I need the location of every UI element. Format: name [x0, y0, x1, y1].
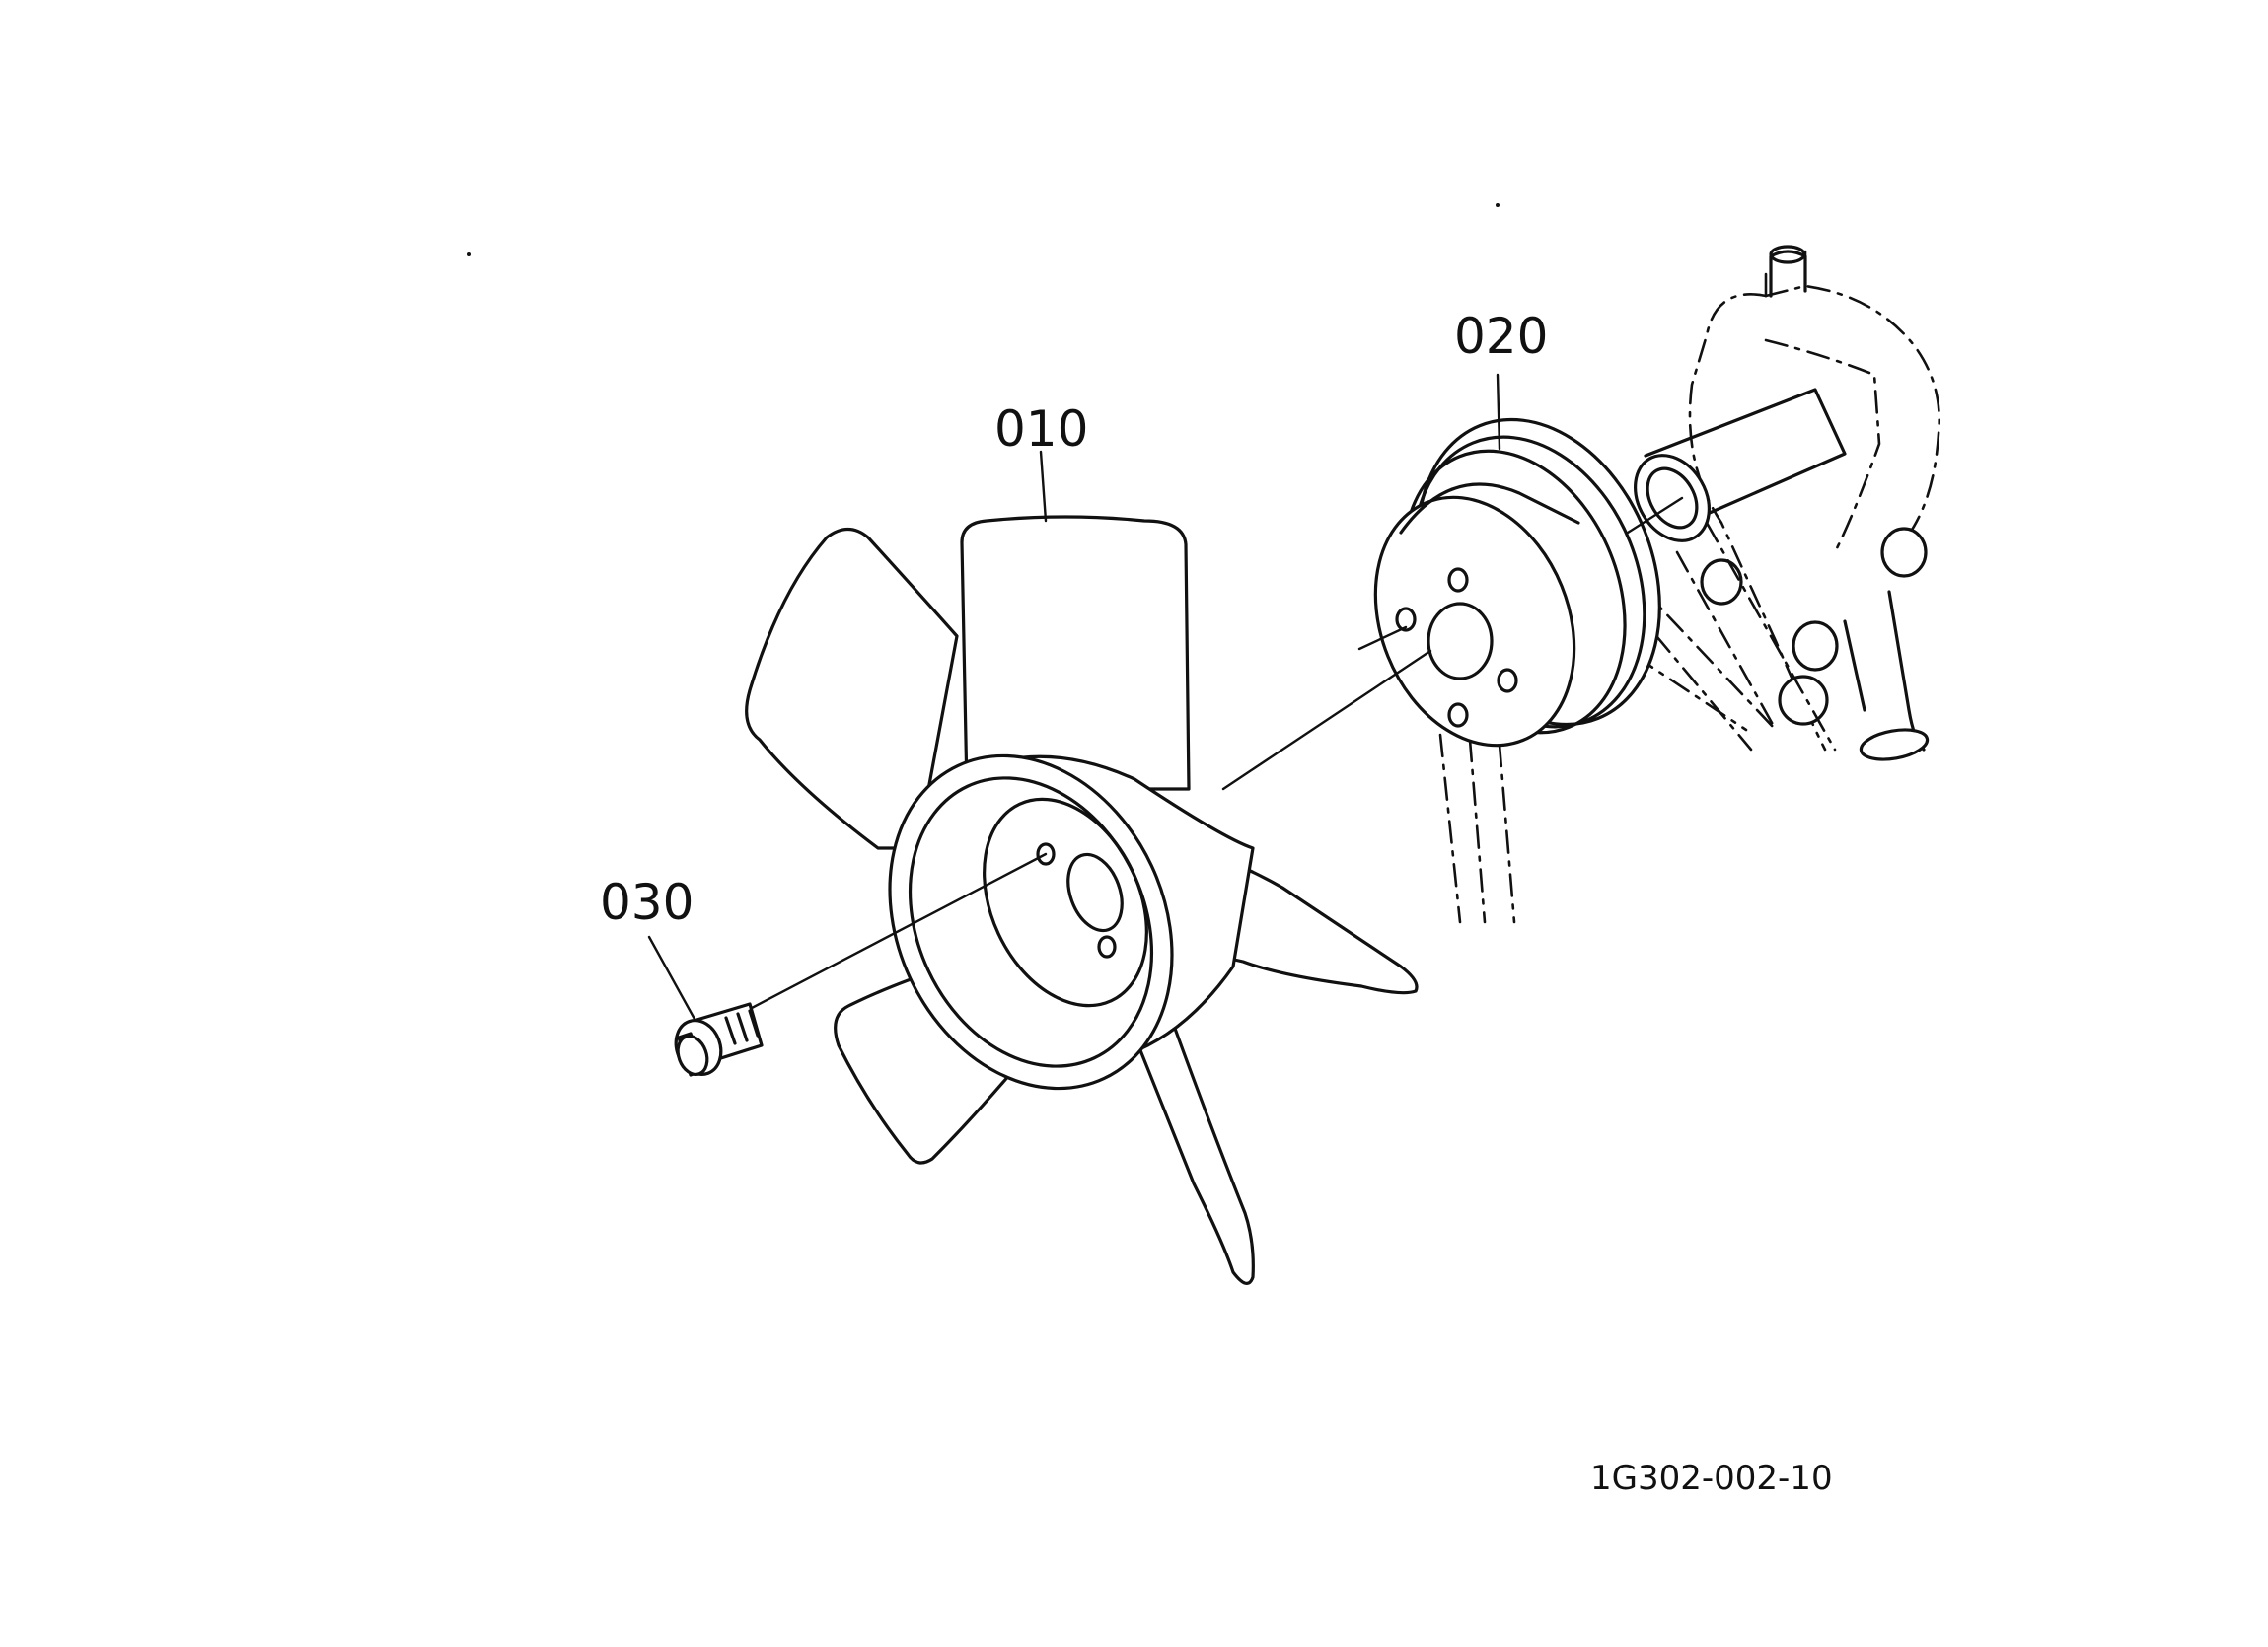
callout-fan: 010: [994, 400, 1088, 458]
callout-bolt: 030: [600, 874, 694, 931]
assembly-lines: [750, 496, 1684, 1010]
leader-lines: [647, 373, 1501, 1023]
callout-pulley: 020: [1454, 308, 1548, 365]
drawing-code: 1G302-002-10: [1590, 1459, 1833, 1498]
water-pump-icon: [1634, 245, 1940, 761]
pulley-icon: [1357, 417, 1778, 924]
bolt-icon: [674, 1002, 764, 1077]
fan-blade-icon: [745, 515, 1419, 1285]
